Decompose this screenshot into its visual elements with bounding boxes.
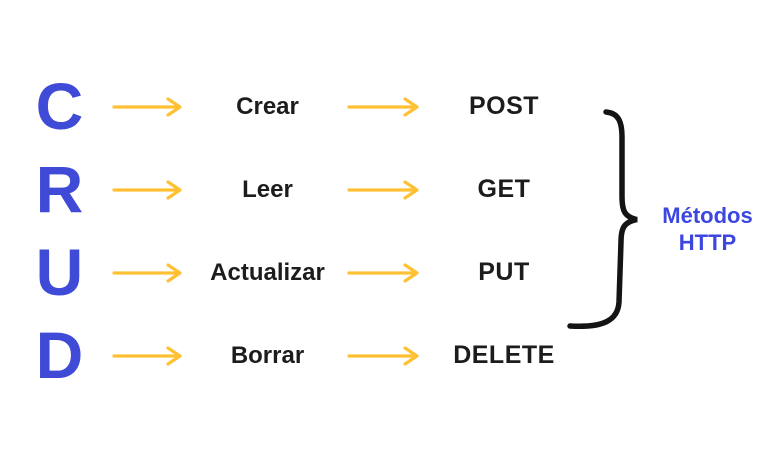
operation-label-borrar: Borrar xyxy=(230,341,305,369)
crud-letter-r: R xyxy=(35,152,84,226)
row-create: C Crear POST xyxy=(20,65,580,148)
crud-letter-d: D xyxy=(35,318,84,392)
arrow-right-icon xyxy=(347,345,419,366)
curly-brace-icon xyxy=(567,109,638,330)
arrow-right-icon xyxy=(112,262,182,283)
http-method-put: PUT xyxy=(478,258,530,286)
methods-http-line2: HTTP xyxy=(678,230,737,255)
http-method-delete: DELETE xyxy=(453,341,555,369)
arrow-right-icon xyxy=(347,96,419,117)
http-method-post: POST xyxy=(468,92,540,120)
arrow-right-icon xyxy=(112,96,182,117)
arrow-right-icon xyxy=(347,179,419,200)
crud-letter-c: C xyxy=(35,69,84,143)
operation-label-leer: Leer xyxy=(242,175,293,203)
http-method-get: GET xyxy=(477,175,531,203)
methods-http-label: Métodos HTTP xyxy=(645,202,770,256)
rows-container: C Crear POST R Leer GET U xyxy=(20,65,580,397)
arrow-right-icon xyxy=(112,345,182,366)
row-delete: D Borrar DELETE xyxy=(20,314,580,397)
row-update: U Actualizar PUT xyxy=(20,231,580,314)
crud-letter-u: U xyxy=(35,235,84,309)
arrow-right-icon xyxy=(347,262,419,283)
row-read: R Leer GET xyxy=(20,148,580,231)
operation-label-actualizar: Actualizar xyxy=(210,258,325,286)
arrow-right-icon xyxy=(112,179,182,200)
operation-label-crear: Crear xyxy=(236,92,299,120)
methods-http-line1: Métodos xyxy=(662,203,753,228)
